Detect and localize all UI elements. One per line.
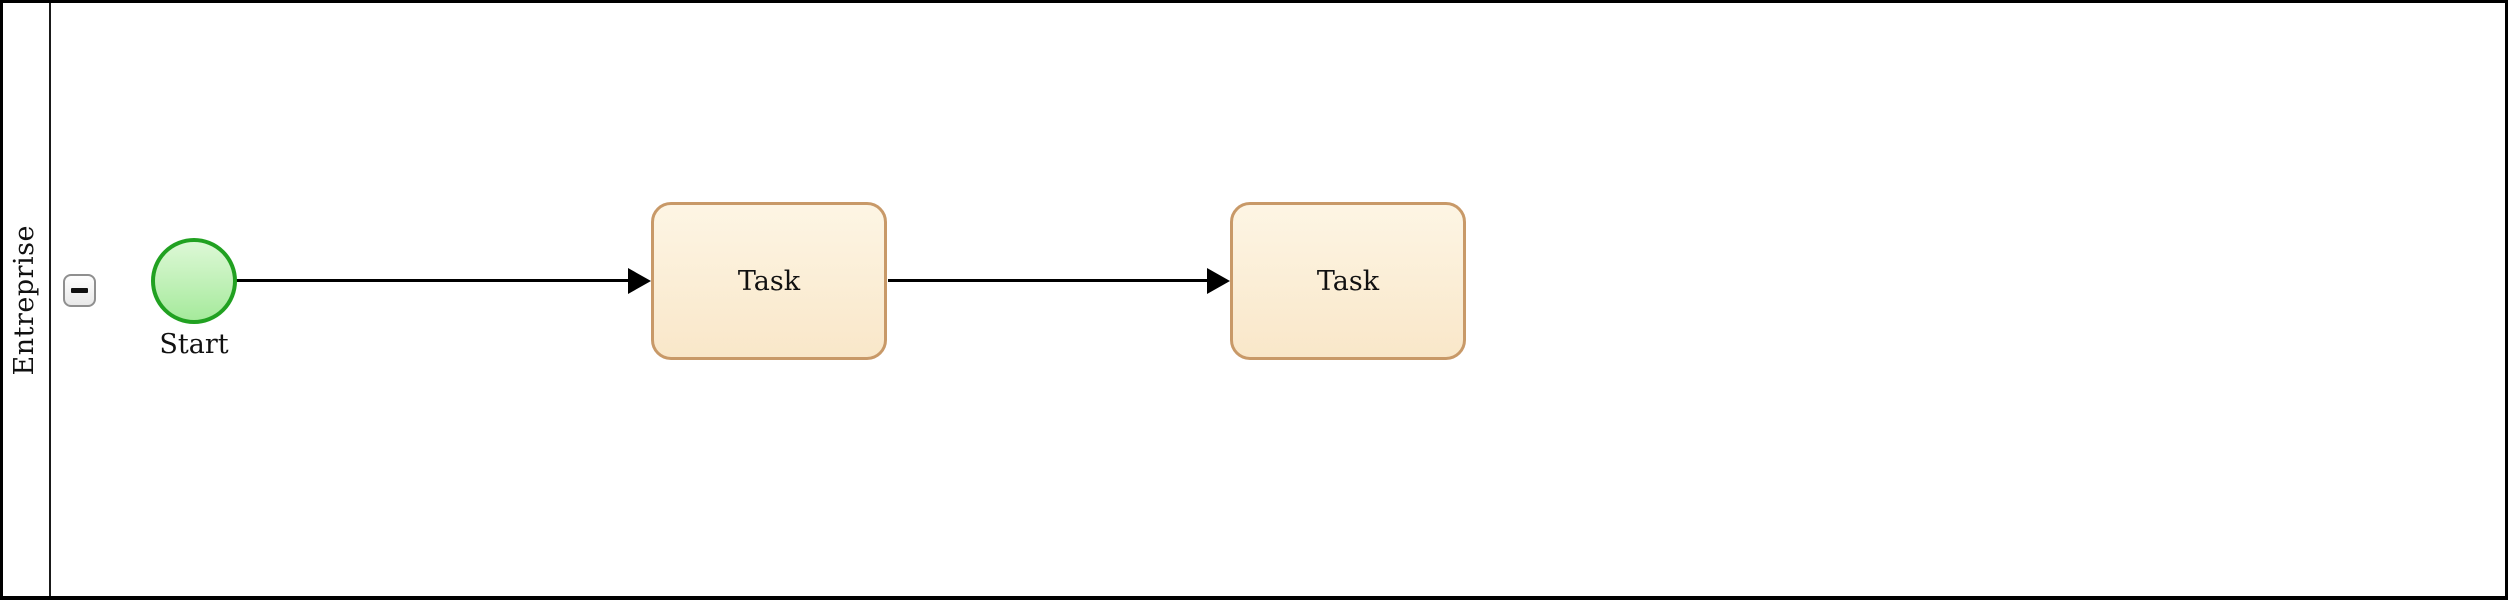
task-2-label: Task xyxy=(1316,265,1380,297)
task-1-label: Task xyxy=(737,265,801,297)
start-event-label: Start xyxy=(159,329,229,360)
pool-collapse-button[interactable] xyxy=(63,274,96,307)
arrowhead-icon xyxy=(1207,268,1230,294)
sequence-flow-2-line xyxy=(888,279,1207,282)
minus-icon xyxy=(71,288,88,293)
pool-label-band: Entreprise xyxy=(0,0,51,600)
sequence-flow-1-line xyxy=(236,279,629,282)
task-node-2[interactable]: Task xyxy=(1230,202,1466,360)
start-event-node[interactable] xyxy=(151,238,237,324)
pool-label: Entreprise xyxy=(9,224,40,376)
arrowhead-icon xyxy=(628,268,651,294)
task-node-1[interactable]: Task xyxy=(651,202,887,360)
